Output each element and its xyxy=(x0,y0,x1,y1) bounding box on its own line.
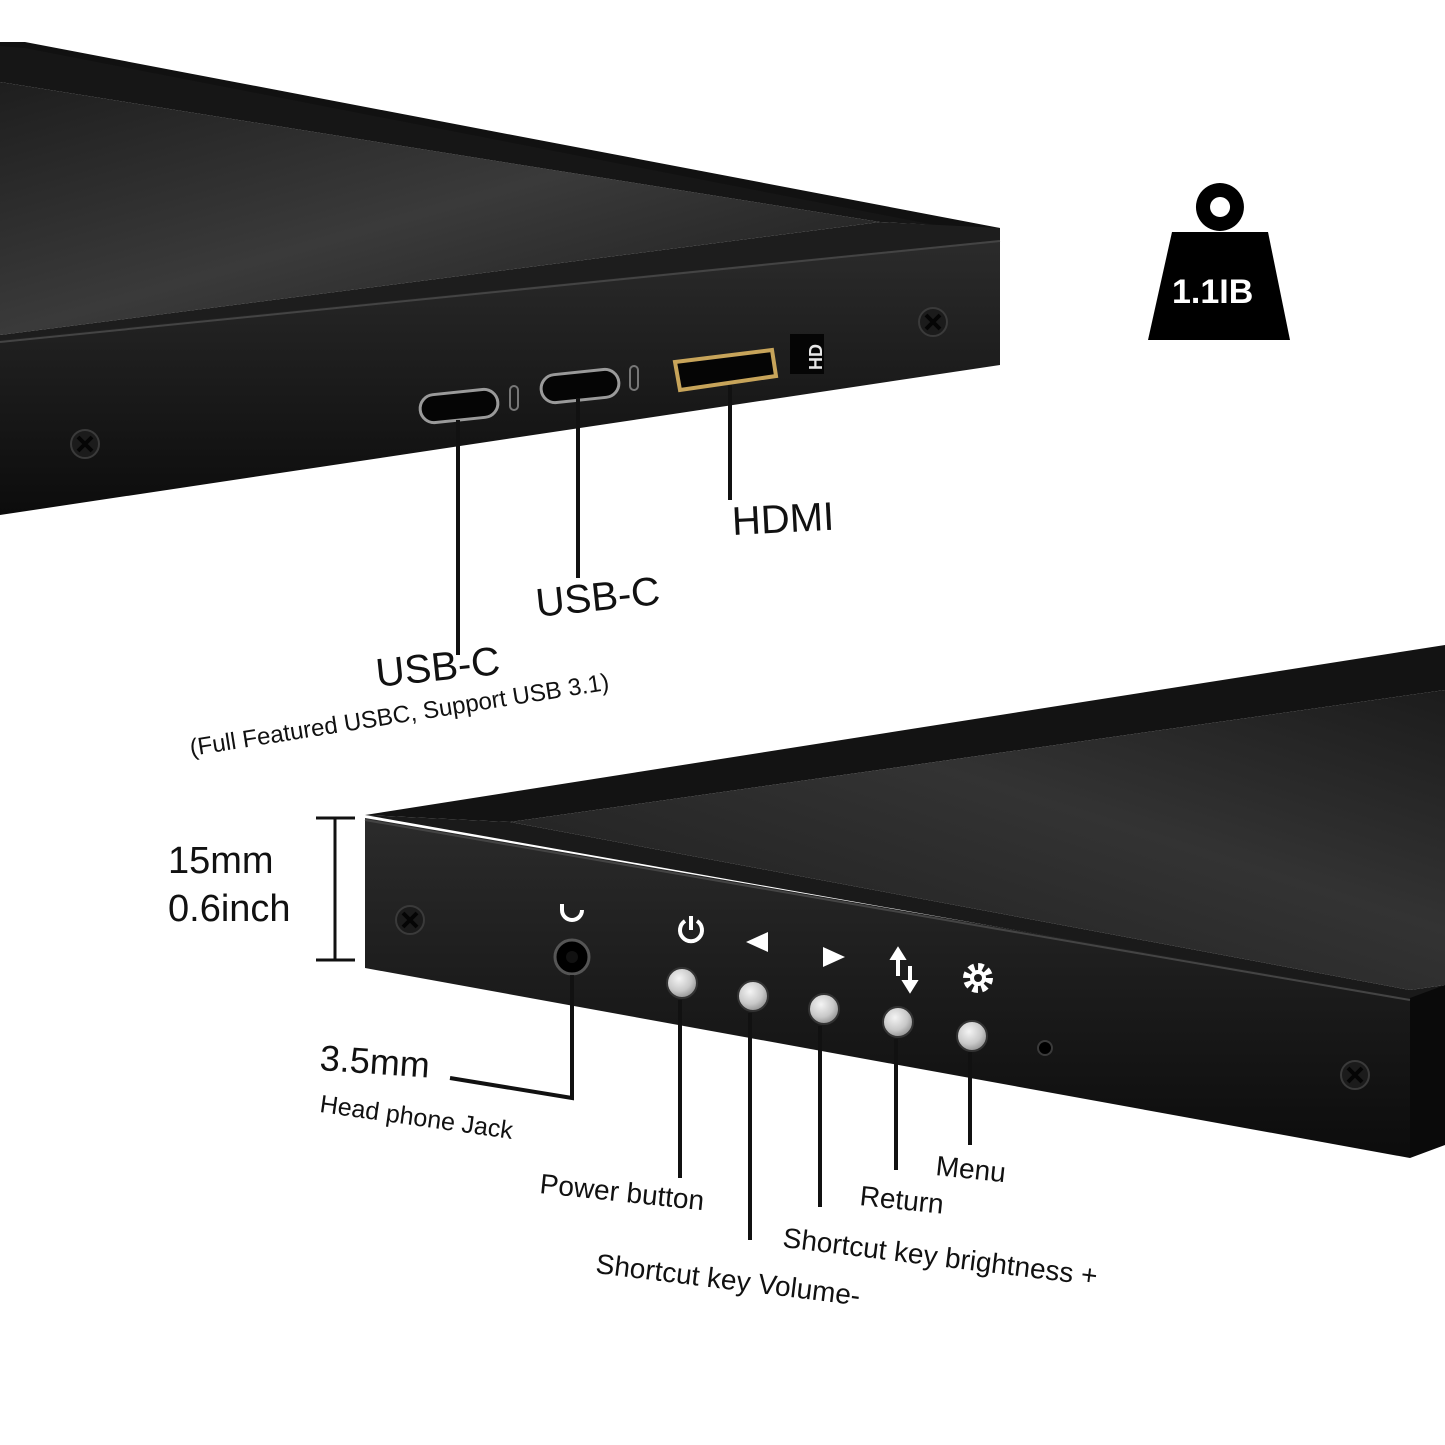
usbc-port-2 xyxy=(539,365,639,405)
top-monitor-screen xyxy=(0,82,880,335)
screw-icon xyxy=(394,904,426,936)
indicator-led xyxy=(1037,1040,1053,1056)
screw-icon xyxy=(1339,1059,1371,1091)
thickness-mm: 15mm xyxy=(168,840,274,882)
control-callout-lines xyxy=(449,975,972,1240)
top-monitor-edge xyxy=(0,240,1000,515)
bottom-monitor xyxy=(364,645,1445,1158)
menu-button xyxy=(956,1020,988,1052)
port-callout-lines xyxy=(456,385,732,655)
control-buttons xyxy=(666,967,1053,1056)
left-triangle-icon xyxy=(746,932,768,952)
thickness-bracket xyxy=(316,816,355,962)
volume-down-button xyxy=(737,980,769,1012)
brightness-up-button xyxy=(808,993,840,1025)
hdmi-label: HDMI xyxy=(730,494,836,544)
power-button xyxy=(666,967,698,999)
headphone-icon xyxy=(560,909,584,922)
weight-value: 1.1IB xyxy=(1172,273,1254,311)
refresh-icon xyxy=(889,946,919,994)
hd-mark: HD xyxy=(806,344,826,370)
gear-icon xyxy=(963,963,993,993)
return-button xyxy=(882,1006,914,1038)
power-icon xyxy=(678,916,704,944)
screw-icon xyxy=(69,428,101,460)
jack-size-label: 3.5mm xyxy=(318,1037,432,1086)
screw-icon xyxy=(917,306,949,338)
usbc-port-1 xyxy=(418,385,519,425)
thickness-inch: 0.6inch xyxy=(168,888,291,930)
bottom-monitor-edge xyxy=(365,818,1410,1158)
hdmi-port xyxy=(672,334,824,393)
weight-icon xyxy=(1148,183,1290,340)
top-monitor-frame xyxy=(0,42,1000,236)
bottom-monitor-screen xyxy=(510,690,1445,990)
right-triangle-icon xyxy=(823,947,845,967)
top-monitor xyxy=(0,42,1001,515)
